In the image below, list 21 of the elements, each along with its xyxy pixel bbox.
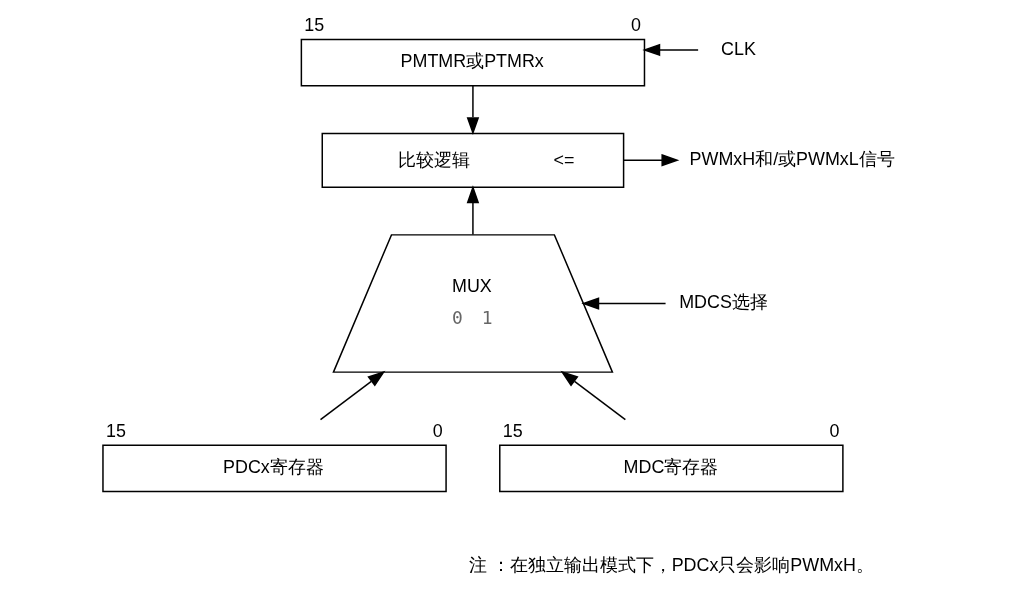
arrow xyxy=(560,370,627,421)
node-label: 0 xyxy=(631,15,642,36)
node-box: 比较逻辑 <= xyxy=(321,132,625,188)
node-label: 15 xyxy=(105,421,126,442)
arrow xyxy=(581,297,667,310)
label: 注 ：在独立输出模式下，PDCx只会影响PWMxH。 xyxy=(468,554,874,575)
arrow xyxy=(319,370,386,421)
arrow xyxy=(623,154,680,167)
arrow xyxy=(642,43,699,57)
node-text: CLK xyxy=(721,38,756,59)
node-box: PDCx寄存器 xyxy=(102,444,447,493)
node-label: 15 xyxy=(304,15,325,36)
arrow xyxy=(466,185,480,236)
node-label: 0 xyxy=(829,421,840,442)
node-label: 0 xyxy=(432,421,443,442)
node-box: PMTMR或PTMRx xyxy=(300,38,646,87)
node-text: MDCS选择 xyxy=(679,292,768,313)
arrow xyxy=(466,85,480,136)
node-text: PWMxH和/或PWMxL信号 xyxy=(689,148,895,169)
node-box: MDC寄存器 xyxy=(499,444,844,493)
node-label: 15 xyxy=(502,421,523,442)
